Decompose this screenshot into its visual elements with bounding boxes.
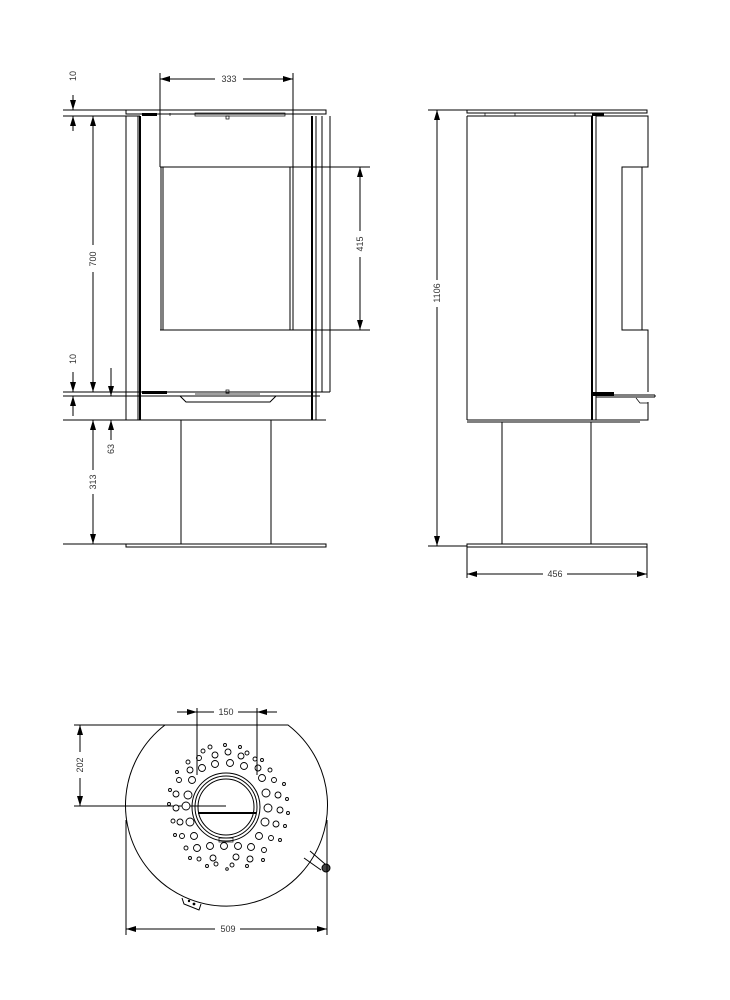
dim-150: 150 (218, 707, 233, 717)
dim-202: 202 (75, 757, 85, 772)
dim-456: 456 (547, 569, 562, 579)
dim-313: 313 (88, 474, 98, 489)
dim-415: 415 (355, 236, 365, 251)
front-view: 333 10 700 415 10 63 313 (63, 71, 370, 548)
top-view: 150 202 509 (74, 707, 331, 935)
dim-700: 700 (88, 251, 98, 266)
dim-509: 509 (220, 924, 235, 934)
dim-10-bottom: 10 (68, 354, 78, 364)
side-view: 1106 456 (428, 109, 656, 579)
air-vent-holes (167, 743, 290, 871)
dim-1106: 1106 (432, 283, 442, 302)
dim-10-top: 10 (68, 71, 78, 81)
dim-333: 333 (221, 74, 236, 84)
dim-63: 63 (106, 444, 116, 454)
